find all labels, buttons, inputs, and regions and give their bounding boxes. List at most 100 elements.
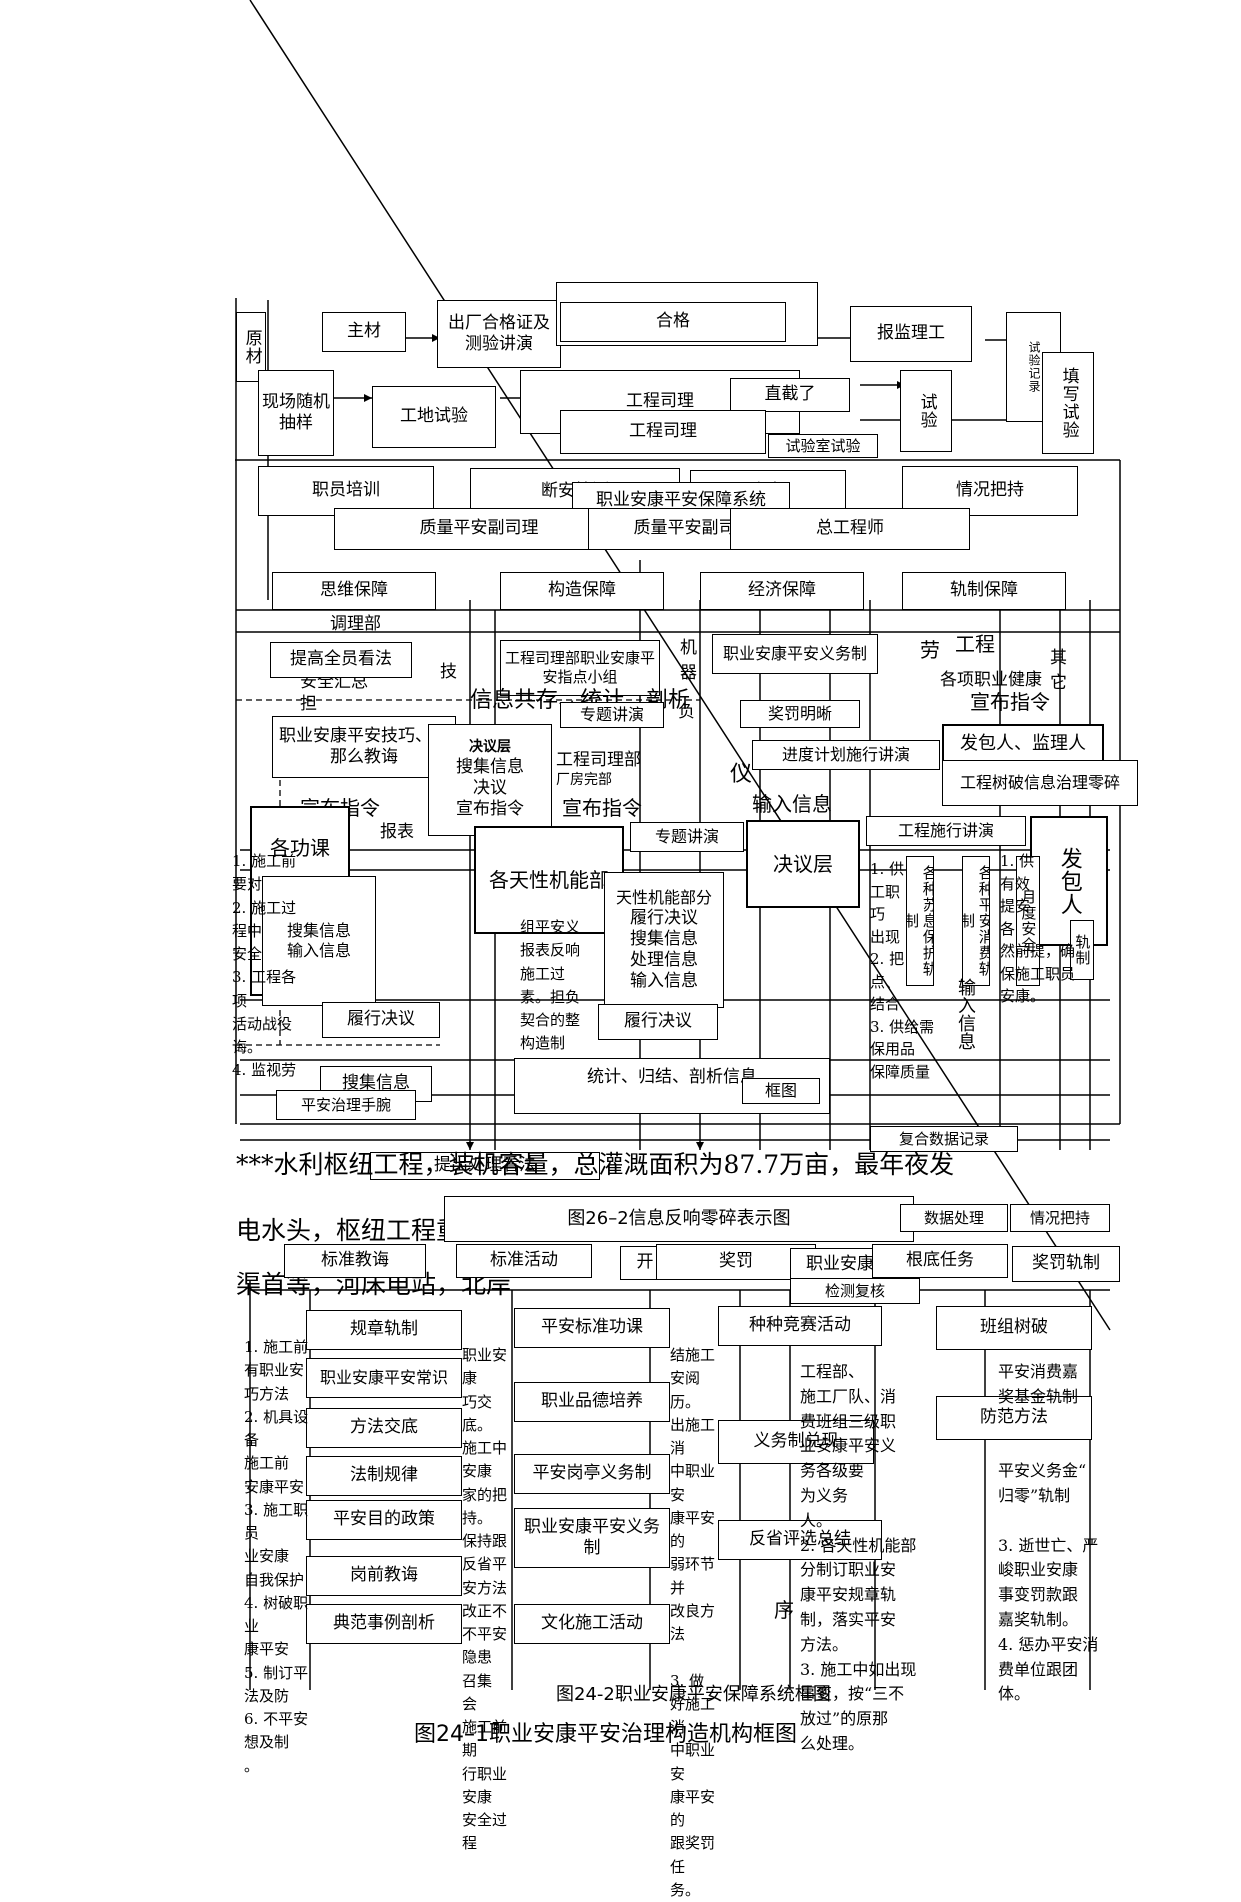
monthly-safety-box: 月度安全 xyxy=(1016,856,1040,986)
team-building-box: 班组树破 xyxy=(936,1306,1092,1350)
responsibility-system-box: 职业安康平安义务制 xyxy=(712,634,878,674)
report-label: 报表 xyxy=(380,822,414,842)
decision-layer-box: 决议层 搜集信息 决议 宣布指令 xyxy=(428,724,552,836)
health-items-label: 各项职业健康 xyxy=(940,670,1042,690)
functional-dept-box: 各天性机能部 xyxy=(474,826,624,934)
connector-lines xyxy=(235,0,1121,1690)
bottom-col-5: 平安消费嘉 奖基金轨制 平安义务金“ 归零”轨制 3. 逝世亡、严 峻职业安康 … xyxy=(998,1362,1099,1704)
reward-punish-box: 奖罚 xyxy=(656,1244,816,1280)
project-info-system-box: 工程树破信息治理零碎 xyxy=(942,760,1138,806)
paragraph-line-1: ***水利枢纽工程，装机容量，总灌溉面积为87.7万亩，最年夜发 xyxy=(236,1150,955,1179)
tech-label: 技 xyxy=(440,662,457,682)
site-sampling-box: 现场随机抽样 xyxy=(258,370,334,456)
resp-label-2: 负 xyxy=(678,702,695,722)
standard-work-box: 平安标准功课 xyxy=(514,1308,670,1348)
staff-training-box: 职员培训 xyxy=(258,466,434,516)
issue-order-label-top: 宣布指令 xyxy=(970,690,1050,714)
instrument-label: 仪 xyxy=(730,762,753,787)
info-caption-box: 图26–2信息反响零碎表示图 xyxy=(444,1196,914,1242)
bottom-col-2: 职业安康 巧交底。 施工中 安康 家的把持。 保持跟反省平 安方法 改正不 不平… xyxy=(462,1346,508,1853)
prevention-box: 防范方法 xyxy=(936,1396,1092,1440)
collect-info-label-3: 搜集信息 xyxy=(286,921,351,940)
execute-decision-label: 履行决议 xyxy=(630,907,698,928)
pm-safety-group-box: 工程司理部职业安康平安指点小组 xyxy=(500,640,660,696)
diagram-label-box: 框图 xyxy=(742,1078,820,1104)
plant-dept-label: 厂房完部 xyxy=(556,772,612,788)
review-summary-box: 反省评选总结 xyxy=(718,1520,882,1560)
decision-layer-label: 决议层 xyxy=(469,739,511,756)
culture-activity-box: 文化施工活动 xyxy=(514,1604,670,1644)
mid-notes: 组平安义 报表反响 施工过 素。担负 契合的整 构造制 伏事情跟 方法。 xyxy=(520,918,581,1099)
implementation-report-box: 工程施行讲演 xyxy=(866,816,1026,846)
machine-label: 机器 xyxy=(680,638,697,683)
standard-activity-box: 标准活动 xyxy=(456,1244,592,1278)
pm-dept-label: 工程司理部 xyxy=(556,750,641,770)
process-info-label: 处理信息 xyxy=(630,950,698,970)
situation-box: 情况把持 xyxy=(1010,1204,1110,1232)
bear-label: 担 xyxy=(300,694,317,714)
collect-info-label: 搜集信息 xyxy=(456,756,524,777)
dept-label: 调理部 xyxy=(330,614,381,634)
decision-layer-box-2: 决议层 xyxy=(746,820,860,908)
functional-dept-sub-box: 天性机能部分 履行决议 搜集信息 处理信息 输入信息 xyxy=(604,872,724,1008)
competition-box: 种种竞赛活动 xyxy=(718,1306,882,1346)
report-supervisor-box: 报监理工 xyxy=(850,306,972,362)
fill-test-record-box: 填写试验 xyxy=(1042,352,1094,454)
basic-task-box: 根底任务 xyxy=(872,1244,1008,1278)
input-info-label: 输入信息 xyxy=(752,792,832,816)
project-manager-box-2: 工程司理 xyxy=(560,410,766,454)
decision-label: 决议 xyxy=(473,778,507,799)
thinking-guarantee-box: 思维保障 xyxy=(272,572,436,610)
right-notes: 1. 供 有效 提安 各 然前提，确 保施工职员 安康。 xyxy=(1000,852,1076,1005)
order-label: 序 xyxy=(774,1598,794,1622)
team-info-box: 搜集信息 输入信息 xyxy=(262,876,376,1006)
rules-system-box: 规章轨制 xyxy=(306,1310,462,1350)
special-report-box-2: 专题讲演 xyxy=(630,822,744,852)
issue-order-label: 宣布指令 xyxy=(456,799,524,820)
work-team-label: 各功课 xyxy=(270,836,330,860)
propose-handling-box: 提出处理看法 xyxy=(370,1152,600,1180)
raise-awareness-box: 提高全员看法 xyxy=(270,642,412,678)
bottom-col-4: 工程部、 施工厂队、消 费班组三级职 业安康平安义 务各级要 为义务 人。 2.… xyxy=(800,1362,917,1753)
input-info-vertical: 输入信息 xyxy=(955,978,976,1050)
lab-test-box: 试验室试验 xyxy=(768,434,878,458)
employer-box: 发包人 xyxy=(1030,816,1108,946)
check-review-box: 检测复核 xyxy=(790,1278,920,1304)
employer-supervisor-box: 发包人、监理人 xyxy=(942,724,1104,764)
execute-decision-box-2: 履行决议 xyxy=(322,1002,440,1038)
main-material-box: 主材 xyxy=(322,312,406,352)
chief-engineer-box: 总工程师 xyxy=(730,508,970,550)
issue-order-label-4: 宣布指令 xyxy=(562,796,642,820)
special-report-box-1: 专题讲演 xyxy=(560,702,664,728)
reward-box: 奖罚明晰 xyxy=(740,700,860,728)
safety-knowledge-box: 职业安康平安常识 xyxy=(306,1358,462,1398)
pre-job-education-box: 岗前教诲 xyxy=(306,1556,462,1596)
legal-discipline-box: 法制规律 xyxy=(306,1456,462,1496)
composite-data-box: 复合数据记录 xyxy=(870,1126,1018,1152)
quality-deputy-box-1: 质量平安副司理 xyxy=(334,508,624,550)
system-box: 轨制 xyxy=(1070,920,1094,980)
situation-control-box: 情况把持 xyxy=(902,466,1078,516)
labor-label: 劳 xyxy=(920,638,940,662)
method-disclosure-box: 方法交底 xyxy=(306,1408,462,1448)
safety-prod-box: 各种平安消费轨制 xyxy=(962,856,990,986)
post-responsibility-box: 平安岗亭义务制 xyxy=(514,1454,670,1494)
functional-dept-sub-label: 天性机能部分 xyxy=(615,887,712,907)
health-duty-box: 职业安康平安义务制 xyxy=(514,1508,670,1568)
safety-means-box: 平安治理手腕 xyxy=(276,1090,416,1120)
schedule-report-box: 进度计划施行讲演 xyxy=(752,740,940,770)
input-info-label-2: 输入信息 xyxy=(630,971,698,992)
economic-guarantee-box: 经济保障 xyxy=(700,572,864,610)
bottom-col-1: 1. 施工前 有职业安 巧方法 2. 机具设备 施工前 安康平安 3. 施工职员… xyxy=(244,1338,309,1775)
safety-goal-box: 平安目的政策 xyxy=(306,1500,462,1540)
reward-system-box: 奖罚轨制 xyxy=(1012,1246,1120,1282)
system-guarantee-box: 轨制保障 xyxy=(902,572,1066,610)
organization-guarantee-box: 构造保障 xyxy=(500,572,664,610)
skills-education-box: 职业安康平安技巧、规那么教诲 xyxy=(272,716,456,778)
data-processing-box: 数据处理 xyxy=(900,1204,1008,1232)
test-box: 试验 xyxy=(900,370,952,452)
collect-info-label-2: 搜集信息 xyxy=(630,928,698,949)
other-label: 其它 xyxy=(1050,648,1067,693)
caption-24-2: 图24-2职业安康平安保障系统框图 xyxy=(556,1684,831,1705)
project-label: 工程 xyxy=(955,632,995,656)
